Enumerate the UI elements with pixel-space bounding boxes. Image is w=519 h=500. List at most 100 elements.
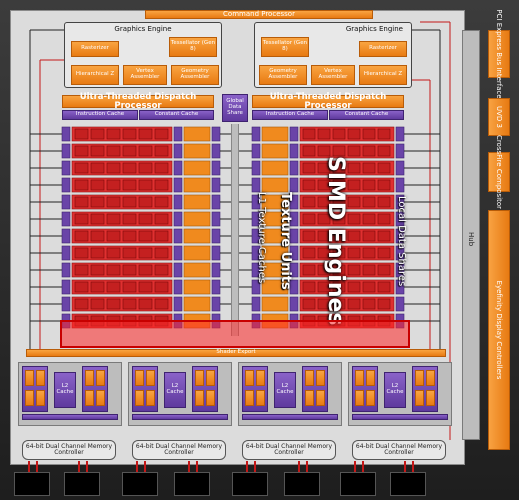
l1-texture-caches-label: L1 Texture Caches bbox=[256, 192, 267, 284]
simd-cell bbox=[122, 247, 137, 259]
rop-unit bbox=[245, 370, 254, 386]
simd-cell bbox=[154, 213, 169, 225]
simd-cell bbox=[122, 162, 137, 174]
memory-link bbox=[78, 461, 80, 472]
l1-right bbox=[251, 228, 261, 244]
simd-cell bbox=[302, 213, 316, 225]
lds-left bbox=[61, 296, 71, 312]
simd-cell bbox=[74, 196, 89, 208]
l1-left bbox=[173, 194, 183, 210]
simd-cell bbox=[154, 264, 169, 276]
simd-cell bbox=[362, 230, 376, 242]
l1b-left bbox=[211, 211, 221, 227]
memory-chip bbox=[64, 472, 100, 496]
l1b-left bbox=[211, 143, 221, 159]
rop-unit bbox=[355, 370, 364, 386]
simd-cell bbox=[332, 298, 346, 310]
simd-cell bbox=[106, 196, 121, 208]
simd-cell bbox=[122, 196, 137, 208]
simd-cell bbox=[302, 247, 316, 259]
simd-cell bbox=[332, 145, 346, 157]
texture-units-label: Texture Units bbox=[278, 192, 293, 290]
hub-label: Hub bbox=[467, 232, 475, 247]
simd-cell bbox=[106, 247, 121, 259]
geometry-assembler: Geometry Assembler bbox=[259, 65, 307, 85]
simd-cell bbox=[362, 179, 376, 191]
simd-cell bbox=[106, 264, 121, 276]
uvd-tab: UVD 3 bbox=[488, 98, 510, 136]
tessellator: Tessellator (Gen 8) bbox=[261, 37, 309, 57]
simd-cell bbox=[106, 128, 121, 140]
lds-left bbox=[61, 245, 71, 261]
simd-cell bbox=[138, 230, 153, 242]
simd-cell bbox=[122, 230, 137, 242]
l1b-left bbox=[211, 194, 221, 210]
l1b-right bbox=[289, 143, 299, 159]
constant-cache-right: Constant Cache bbox=[329, 110, 404, 120]
simd-cell bbox=[74, 162, 89, 174]
highlighted-simd-row bbox=[60, 320, 410, 348]
l1b-left bbox=[211, 296, 221, 312]
simd-cell bbox=[302, 128, 316, 140]
tex-right bbox=[261, 262, 289, 278]
rop-unit bbox=[305, 370, 314, 386]
rop-unit bbox=[25, 370, 34, 386]
simd-cell bbox=[106, 213, 121, 225]
tex-right bbox=[261, 279, 289, 295]
rasterizer: Rasterizer bbox=[71, 41, 119, 57]
simd-cell bbox=[90, 264, 105, 276]
simd-cell bbox=[138, 179, 153, 191]
simd-cell bbox=[362, 128, 376, 140]
l1-left bbox=[173, 262, 183, 278]
memory-link bbox=[306, 461, 308, 472]
memory-link bbox=[362, 461, 364, 472]
simd-cell bbox=[90, 128, 105, 140]
memory-chip bbox=[122, 472, 158, 496]
memory-link bbox=[196, 461, 198, 472]
l1-right bbox=[251, 143, 261, 159]
l2-bar bbox=[132, 414, 228, 420]
simd-cell bbox=[362, 196, 376, 208]
simd-cell bbox=[317, 145, 331, 157]
simd-cell bbox=[138, 162, 153, 174]
simd-cell bbox=[347, 247, 361, 259]
memory-controller-3: 64-bit Dual Channel Memory Controller bbox=[242, 440, 336, 460]
vertex-assembler: Vertex Assembler bbox=[311, 65, 355, 85]
tex-right bbox=[261, 194, 289, 210]
simd-cell bbox=[74, 213, 89, 225]
simd-cell bbox=[332, 247, 346, 259]
memory-controller-2: 64-bit Dual Channel Memory Controller bbox=[132, 440, 226, 460]
tex-right bbox=[261, 177, 289, 193]
simd-cell bbox=[138, 298, 153, 310]
simd-cell bbox=[347, 179, 361, 191]
simd-cell bbox=[347, 145, 361, 157]
rop-unit bbox=[36, 370, 45, 386]
rop-unit bbox=[146, 390, 155, 406]
lds-right bbox=[395, 126, 405, 142]
rop-unit bbox=[195, 370, 204, 386]
memory-controller-4: 64-bit Dual Channel Memory Controller bbox=[352, 440, 446, 460]
memory-link bbox=[298, 461, 300, 472]
l1-right bbox=[251, 245, 261, 261]
simd-cell bbox=[302, 179, 316, 191]
simd-cell bbox=[122, 264, 137, 276]
simd-cell bbox=[106, 230, 121, 242]
simd-cell bbox=[332, 213, 346, 225]
simd-cell bbox=[74, 179, 89, 191]
lds-left bbox=[61, 194, 71, 210]
memory-link bbox=[246, 461, 248, 472]
l2-bar bbox=[352, 414, 448, 420]
l1b-left bbox=[211, 279, 221, 295]
simd-cell bbox=[362, 264, 376, 276]
simd-cell bbox=[90, 145, 105, 157]
rop-unit bbox=[366, 370, 375, 386]
simd-cell bbox=[302, 281, 316, 293]
l1-right bbox=[251, 160, 261, 176]
simd-cell bbox=[90, 162, 105, 174]
graphics-engine-title: Graphics Engine bbox=[114, 25, 172, 33]
l1b-left bbox=[211, 126, 221, 142]
dispatch-processor-right: Ultra-Threaded Dispatch Processor bbox=[252, 92, 404, 110]
l2-cache: L2 Cache bbox=[164, 372, 186, 408]
rop-unit bbox=[256, 390, 265, 406]
